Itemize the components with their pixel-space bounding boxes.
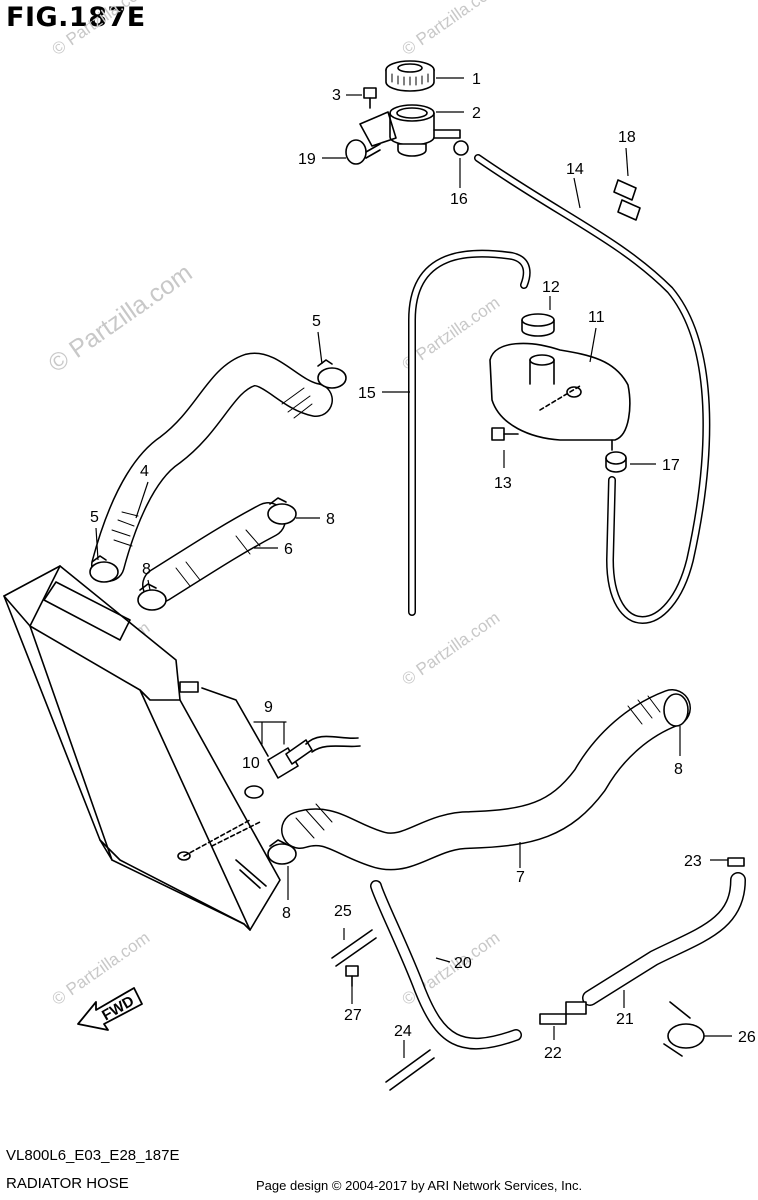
callout-19: 19 xyxy=(298,151,316,168)
clamp-19-drawing xyxy=(345,139,381,165)
clamp-17-drawing xyxy=(605,451,627,473)
clamp-25-drawing xyxy=(331,929,377,967)
callout-4: 4 xyxy=(140,463,149,480)
clamp-23-drawing xyxy=(727,857,745,867)
hose-6-drawing xyxy=(142,502,286,603)
callout-18: 18 xyxy=(618,129,636,146)
hose-21-drawing xyxy=(582,872,746,1006)
callout-25: 25 xyxy=(334,903,352,920)
callout-15: 15 xyxy=(358,385,376,402)
callout-23: 23 xyxy=(684,853,702,870)
fwd-arrow-icon: FWD xyxy=(77,987,143,1031)
callout-6: 6 xyxy=(284,541,293,558)
radiator-drawing xyxy=(3,565,281,931)
hose-4-drawing xyxy=(91,352,333,582)
clamp-8-a-drawing xyxy=(267,497,297,525)
callout-14: 14 xyxy=(566,161,584,178)
callout-3: 3 xyxy=(332,87,341,104)
model-code: VL800L6_E03_E28_187E xyxy=(6,1147,180,1164)
clamp-5-bottom-drawing xyxy=(89,555,119,583)
callout-2: 2 xyxy=(472,105,481,122)
hose-15-drawing xyxy=(408,249,531,616)
bolt-27-drawing xyxy=(345,965,359,987)
callout-8-a: 8 xyxy=(326,511,335,528)
callout-24: 24 xyxy=(394,1023,412,1040)
clamp-26-drawing xyxy=(663,1001,705,1057)
union-22-drawing xyxy=(539,1001,587,1025)
callout-13: 13 xyxy=(494,475,512,492)
clamp-5-top-drawing xyxy=(317,359,347,389)
callout-17: 17 xyxy=(662,457,680,474)
callout-8-c: 8 xyxy=(674,761,683,778)
reservoir-tank-drawing xyxy=(489,342,631,451)
callout-16: 16 xyxy=(450,191,468,208)
clamp-8-d-drawing xyxy=(267,839,297,865)
callout-8-d: 8 xyxy=(282,905,291,922)
callout-8-b: 8 xyxy=(142,561,151,578)
clamp-24-drawing xyxy=(385,1049,435,1091)
callout-9: 9 xyxy=(264,699,273,716)
clip-16-drawing xyxy=(453,140,469,156)
callout-26: 26 xyxy=(738,1029,756,1046)
clamp-18-drawing xyxy=(613,179,641,221)
bolt-13-drawing xyxy=(491,427,519,441)
bolt-3-drawing xyxy=(363,87,377,109)
footer-credit: Page design © 2004-2017 by ARI Network S… xyxy=(256,1178,583,1193)
callout-22: 22 xyxy=(544,1045,562,1062)
reservoir-cap-drawing xyxy=(521,313,555,337)
callout-10: 10 xyxy=(242,755,260,772)
callout-12: 12 xyxy=(542,279,560,296)
callout-5-bottom: 5 xyxy=(90,509,99,526)
radiator-cap-drawing xyxy=(385,60,435,92)
callout-11: 11 xyxy=(588,309,605,326)
callout-1: 1 xyxy=(472,71,481,88)
hose-20-drawing xyxy=(370,880,522,1050)
callout-21: 21 xyxy=(616,1011,634,1028)
callout-27: 27 xyxy=(344,1007,362,1024)
fan-switch-drawing xyxy=(201,687,361,799)
clamp-8-c-drawing xyxy=(663,693,689,727)
figure-title: FIG.187E xyxy=(6,2,146,33)
callout-20: 20 xyxy=(454,955,472,972)
section-title: RADIATOR HOSE xyxy=(6,1175,129,1192)
filler-neck-drawing xyxy=(359,104,461,157)
callout-5-top: 5 xyxy=(312,313,321,330)
leader-lines xyxy=(95,77,732,1058)
hose-7-drawing xyxy=(281,689,691,871)
clamp-8-b-drawing xyxy=(137,583,167,611)
callout-7: 7 xyxy=(516,869,525,886)
